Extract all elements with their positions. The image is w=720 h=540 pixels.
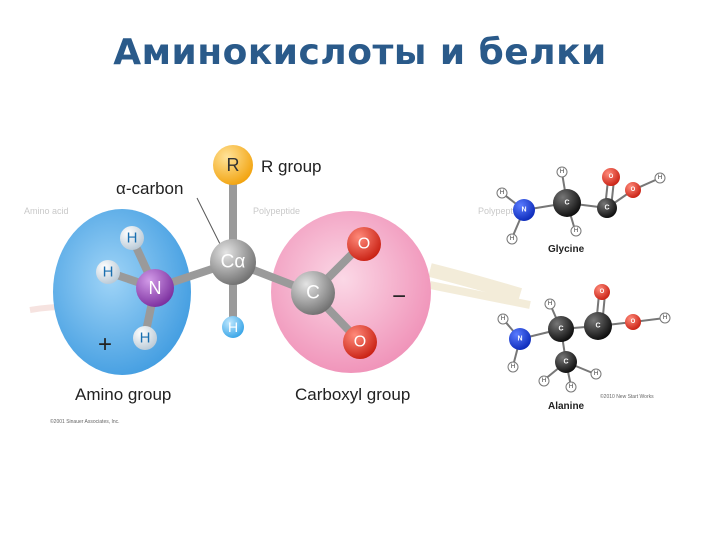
alanine-molecule: N C C C O O H H H H H H H ©2010 New Star… xyxy=(497,284,671,412)
glycine-molecule: N C C O O H H H H H Glycine xyxy=(496,166,666,255)
svg-text:H: H xyxy=(569,384,573,390)
svg-text:H: H xyxy=(103,264,114,281)
plus-sign: + xyxy=(98,331,112,358)
amino-group-region xyxy=(53,209,191,375)
ca-atom-label: Cα xyxy=(221,252,246,273)
r-atom-label: R xyxy=(227,155,240,175)
svg-text:H: H xyxy=(658,175,662,181)
svg-text:H: H xyxy=(140,330,151,347)
svg-text:C: C xyxy=(563,359,568,366)
svg-text:H: H xyxy=(127,230,138,247)
svg-text:H: H xyxy=(542,378,546,384)
svg-text:H: H xyxy=(510,236,514,242)
alpha-carbon-pointer xyxy=(196,197,224,251)
hydrogen-atom-2: H xyxy=(96,260,120,284)
alanine-name: Alanine xyxy=(548,401,585,412)
carboxyl-carbon-atom: C xyxy=(291,271,335,315)
alpha-carbon-label: α-carbon xyxy=(116,179,183,198)
svg-text:H: H xyxy=(548,301,552,307)
oxygen-atom-1: O xyxy=(347,227,381,261)
hydrogen-atom-1: H xyxy=(120,226,144,250)
svg-text:C: C xyxy=(558,326,563,333)
r-group-atom: R xyxy=(213,145,253,185)
hydrogen-atom-3: H xyxy=(133,326,157,350)
svg-text:H: H xyxy=(663,315,667,321)
nitrogen-atom: N xyxy=(136,269,174,307)
copyright-right: ©2010 New Start Works xyxy=(600,393,654,400)
svg-text:H: H xyxy=(500,190,504,196)
oxygen-atom-2: O xyxy=(343,325,377,359)
c-atom-label: C xyxy=(306,283,320,304)
r-group-label: R group xyxy=(261,157,321,176)
svg-text:O: O xyxy=(358,236,370,253)
svg-text:O: O xyxy=(631,319,636,325)
copyright-left: ©2001 Sinauer Associates, Inc. xyxy=(50,418,120,425)
glycine-name: Glycine xyxy=(548,244,585,255)
faint-label-2: Polypeptide xyxy=(253,206,300,216)
svg-text:C: C xyxy=(595,323,600,330)
svg-text:H: H xyxy=(594,371,598,377)
svg-text:N: N xyxy=(517,336,522,343)
faint-label-1: Amino acid xyxy=(24,206,69,216)
carboxyl-group-region xyxy=(271,211,431,373)
hydrogen-atom-4: H xyxy=(222,316,244,338)
amino-group-label: Amino group xyxy=(75,385,171,404)
svg-text:C: C xyxy=(564,200,569,207)
svg-text:H: H xyxy=(574,228,578,234)
svg-text:H: H xyxy=(560,169,564,175)
svg-text:O: O xyxy=(354,334,366,351)
alpha-carbon-atom: Cα xyxy=(210,239,256,285)
svg-text:C: C xyxy=(604,205,609,212)
svg-text:O: O xyxy=(631,187,636,193)
svg-text:H: H xyxy=(501,316,505,322)
carboxyl-group-label: Carboxyl group xyxy=(295,385,410,404)
svg-text:O: O xyxy=(609,174,614,180)
n-atom-label: N xyxy=(149,278,162,298)
svg-text:N: N xyxy=(521,207,526,214)
minus-sign: − xyxy=(392,283,406,310)
faint-label-3: Polypeptide xyxy=(478,206,525,216)
svg-text:O: O xyxy=(600,289,605,295)
page-title: Аминокислоты и белки xyxy=(113,32,607,73)
svg-text:H: H xyxy=(228,319,238,335)
svg-text:H: H xyxy=(511,364,515,370)
